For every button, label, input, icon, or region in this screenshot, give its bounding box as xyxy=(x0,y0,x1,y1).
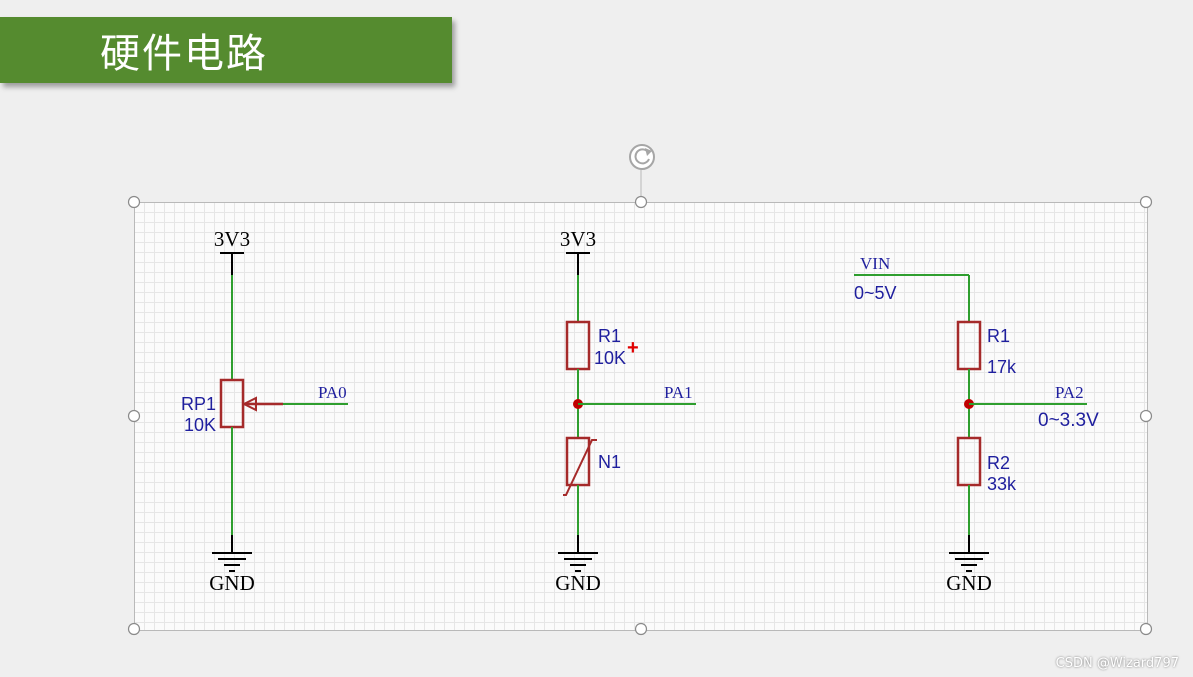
resistor-r1-value: 17k xyxy=(987,357,1017,377)
output-range: 0~3.3V xyxy=(1038,410,1099,431)
input-label: VIN xyxy=(860,254,890,273)
slide-title: 硬件电路 xyxy=(100,31,268,77)
potentiometer-circuit: 3V3 RP1 10K PA0 GND xyxy=(181,227,348,595)
resistor-designator: R1 xyxy=(598,326,621,346)
wiper-arrow-icon xyxy=(241,396,257,412)
net-label: PA1 xyxy=(664,383,693,402)
title-banner: 硬件电路 xyxy=(0,17,452,83)
ground-icon xyxy=(558,552,598,572)
resistor-r1-designator: R1 xyxy=(987,326,1010,346)
ground-label: GND xyxy=(209,571,255,595)
resistor-r2-value: 33k xyxy=(987,474,1017,494)
thermistor-designator: N1 xyxy=(598,452,621,472)
component-value: 10K xyxy=(184,415,216,435)
resize-handle-icon[interactable] xyxy=(127,195,1153,636)
resistor-r2-symbol xyxy=(956,436,982,487)
ground-icon xyxy=(949,552,989,572)
power-label: 3V3 xyxy=(560,227,596,251)
input-range: 0~5V xyxy=(854,283,897,303)
ground-label: GND xyxy=(946,571,992,595)
thermistor-circuit: 3V3 R1 10K + N1 PA1 GND xyxy=(555,227,696,595)
rotate-icon[interactable] xyxy=(629,144,655,170)
resistor-value: 10K xyxy=(594,348,626,368)
resistor-r1-symbol xyxy=(956,320,982,371)
ground-label: GND xyxy=(555,571,601,595)
resistor-r2-designator: R2 xyxy=(987,453,1010,473)
resistor-symbol xyxy=(565,320,591,371)
power-label: 3V3 xyxy=(214,227,250,251)
thermistor-symbol xyxy=(565,436,591,487)
potentiometer-symbol xyxy=(219,378,245,429)
ground-icon xyxy=(212,552,252,572)
net-label: PA2 xyxy=(1055,383,1084,402)
voltage-divider-circuit: VIN 0~5V R1 17k R2 33k PA2 0~3.3V GND xyxy=(854,254,1099,595)
watermark: CSDN @Wizard797 xyxy=(1055,656,1179,671)
thermistor-slash-icon xyxy=(563,439,597,496)
component-designator: RP1 xyxy=(181,394,216,414)
net-label: PA0 xyxy=(318,383,347,402)
plus-marker: + xyxy=(627,337,639,359)
